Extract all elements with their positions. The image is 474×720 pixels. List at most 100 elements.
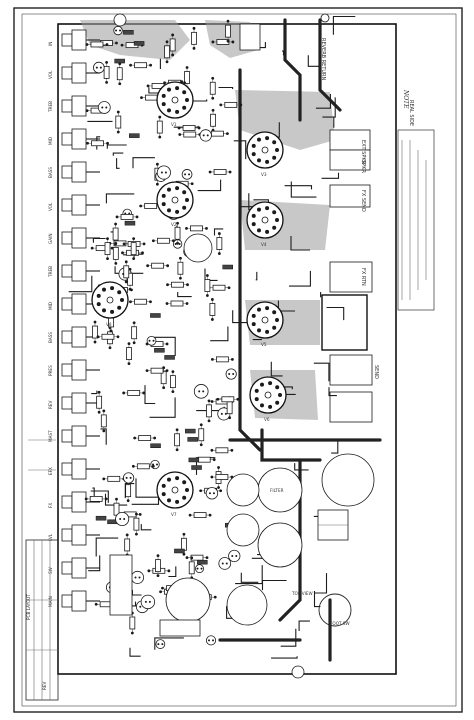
diode	[150, 443, 161, 448]
diode	[123, 30, 134, 35]
resistor	[100, 409, 107, 433]
inner-border	[21, 13, 457, 707]
capacitor	[155, 639, 166, 649]
resistor	[131, 463, 155, 470]
relay-block	[317, 509, 349, 541]
right-labels: EXT SPKR SPKR FX SEND FX RTN SEND REVERB…	[320, 38, 379, 379]
label-reverb-return: REVERB RETURN	[320, 38, 326, 81]
tube-socket: V4	[246, 201, 284, 247]
capacitor	[130, 570, 145, 584]
left-jack: BASS	[48, 326, 100, 348]
diode	[124, 220, 136, 226]
label-send: SEND	[373, 365, 379, 379]
left-jack: MID	[48, 128, 100, 150]
resistor	[145, 367, 169, 374]
resistor	[115, 214, 139, 220]
resistor	[112, 241, 119, 265]
filter-capacitors: FILTER	[165, 233, 375, 627]
top-pots	[113, 13, 330, 51]
left-jack: VOL	[48, 194, 100, 216]
resistor	[129, 611, 136, 635]
left-jack: MAIN	[48, 590, 100, 612]
resistor	[84, 495, 108, 502]
note-sub: REAL SIDE	[408, 100, 414, 126]
left-jack-label: VOL	[48, 202, 53, 211]
resistor	[174, 428, 181, 452]
title-block: PCB LAYOUT REV	[25, 439, 59, 701]
label-filter: FILTER	[270, 488, 284, 493]
resistor	[216, 396, 240, 403]
capacitor	[115, 511, 130, 526]
resistor	[204, 274, 211, 297]
left-jack-label: TREB	[48, 266, 53, 278]
capacitor	[181, 169, 193, 180]
resistor	[126, 342, 132, 365]
resistor	[92, 320, 98, 344]
resistor	[116, 62, 123, 86]
resistor	[133, 435, 157, 441]
left-jack: FX	[48, 491, 100, 513]
label-ext-spkr: EXT SPKR	[360, 140, 366, 165]
diode	[95, 515, 107, 521]
capacitor	[156, 165, 171, 180]
diode	[188, 457, 200, 463]
resistor	[129, 298, 152, 305]
capacitor	[199, 129, 212, 142]
resistor	[115, 110, 122, 134]
resistor	[165, 300, 189, 307]
diode	[154, 348, 165, 353]
capacitor	[205, 487, 219, 500]
resistor	[216, 232, 223, 255]
tube-label: V6	[264, 417, 270, 422]
right-connectors	[321, 129, 373, 423]
resistor	[198, 423, 205, 447]
note-title: NOTE	[402, 89, 409, 109]
title-rev: REV	[42, 681, 47, 690]
resistor	[85, 41, 109, 48]
resistor	[96, 333, 120, 340]
tube-socket: V6	[249, 376, 287, 422]
tube-label: V5	[261, 342, 267, 347]
resistor	[151, 237, 175, 244]
left-jack-label: MAST	[48, 430, 53, 442]
capacitor	[123, 472, 135, 484]
left-jack-label: BASS	[48, 332, 53, 343]
resistor	[130, 237, 137, 261]
resistor	[177, 256, 184, 280]
resistor	[156, 115, 163, 139]
left-jack-label: EFX	[48, 467, 53, 475]
note-block: NOTE REAL SIDE	[397, 89, 435, 311]
tube-socket: V8	[91, 281, 129, 327]
resistor	[104, 237, 111, 261]
left-jack: VOL	[48, 62, 100, 84]
left-jack-label: SW	[48, 567, 53, 574]
left-jack: IN	[48, 29, 100, 51]
tube-label: V7	[171, 512, 177, 517]
resistor	[103, 60, 110, 84]
title-part-no: PCB LAYOUT	[26, 594, 31, 620]
left-jack: BASS	[48, 161, 100, 183]
resistor	[164, 40, 170, 64]
resistor	[185, 554, 209, 561]
resistor	[129, 62, 152, 69]
tube-label: V8	[106, 322, 112, 327]
power-traces	[218, 18, 382, 662]
tube-socket: V2	[156, 181, 194, 227]
resistor	[191, 26, 197, 50]
left-jack: LVL	[48, 524, 100, 546]
left-jack-label: REV	[48, 400, 53, 409]
tube-label: V4	[261, 242, 267, 247]
left-jack-label: FX	[48, 503, 53, 508]
resistor	[123, 260, 130, 284]
resistor	[169, 33, 176, 57]
left-jack: EFX	[48, 458, 100, 480]
capacitor	[140, 594, 156, 610]
resistor	[155, 554, 161, 578]
capacitor	[195, 564, 204, 574]
left-jack: TREB	[48, 260, 100, 282]
left-jack-label: VOL	[48, 70, 53, 79]
resistor	[86, 140, 109, 147]
left-jack: REV	[48, 392, 100, 414]
